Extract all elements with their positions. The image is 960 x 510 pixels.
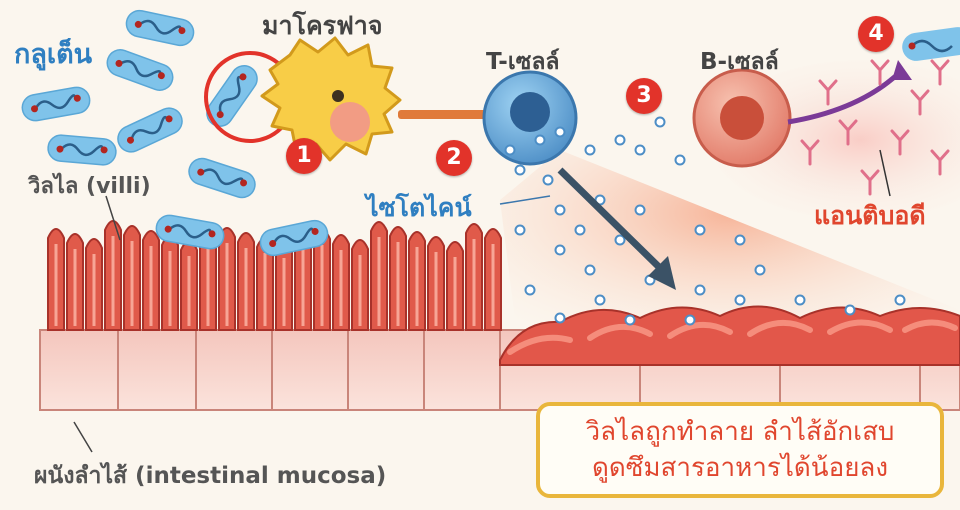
cytokine-dot	[516, 226, 525, 235]
cytokine-dot	[544, 176, 553, 185]
antibody-label: แอนติบอดี	[814, 196, 926, 236]
gluten-rod	[20, 85, 91, 122]
gluten-rod	[47, 134, 117, 166]
cytokine-dot	[636, 146, 645, 155]
step-badge-2: 2	[436, 140, 472, 176]
cytokine-dot	[516, 166, 525, 175]
mucosa-label: ผนังลำไส้ (intestinal mucosa)	[34, 458, 386, 494]
cytokine-dot	[576, 226, 585, 235]
gluten-rod	[186, 155, 259, 201]
cytokine-dot	[846, 306, 855, 315]
cytokine-dot	[556, 246, 565, 255]
step-badge-1: 1	[286, 138, 322, 174]
cytokine-dot	[636, 206, 645, 215]
antigen-presentation-link	[398, 110, 494, 119]
gluten-label: กลูเต็น	[14, 32, 92, 75]
villi-label: วิลไล (villi)	[28, 168, 151, 203]
cytokine-dot	[596, 296, 605, 305]
cytokine-dot	[696, 226, 705, 235]
cytokine-dot	[626, 316, 635, 325]
cytokine-dot	[616, 136, 625, 145]
cytokine-dot	[506, 146, 515, 155]
cytokine-label: ไซโตไคน์	[366, 188, 472, 228]
macrophage-label: มาโครฟาจ	[262, 6, 382, 46]
cytokine-dot	[616, 236, 625, 245]
b-cell	[694, 70, 790, 166]
cytokine-dot	[656, 118, 665, 127]
cytokine-dot	[556, 314, 565, 323]
callout-line-1: วิลไลถูกทำลาย ลำไส้อักเสบ	[540, 414, 940, 450]
cytokine-dot	[756, 266, 765, 275]
t-cell-label: T-เซลล์	[486, 44, 560, 80]
cytokine-dot	[536, 136, 545, 145]
step-badge-3: 3	[626, 78, 662, 114]
t-cell	[484, 72, 576, 164]
cytokine-dot	[586, 146, 595, 155]
mucosa-leader	[74, 422, 92, 452]
step-badge-4: 4	[858, 16, 894, 52]
gluten-rod	[104, 46, 177, 94]
gluten-rod	[114, 104, 187, 156]
macrophage-cell	[262, 38, 400, 160]
cytokine-dot	[736, 236, 745, 245]
callout-line-2: ดูดซึมสารอาหารได้น้อยลง	[540, 450, 940, 486]
cytokine-dot	[526, 286, 535, 295]
cytokine-dot	[556, 206, 565, 215]
cytokine-dot	[556, 128, 565, 137]
cytokine-dot	[586, 266, 595, 275]
gluten-step4	[900, 25, 960, 62]
damage-callout: วิลไลถูกทำลาย ลำไส้อักเสบ ดูดซึมสารอาหาร…	[536, 402, 944, 498]
cytokine-dot	[686, 316, 695, 325]
cytokine-dot	[796, 296, 805, 305]
b-cell-label: B-เซลล์	[700, 44, 779, 80]
gluten-rod	[124, 8, 196, 48]
cytokine-dot	[736, 296, 745, 305]
cytokine-dot	[676, 156, 685, 165]
cytokine-dot	[896, 296, 905, 305]
cytokine-dot	[696, 286, 705, 295]
